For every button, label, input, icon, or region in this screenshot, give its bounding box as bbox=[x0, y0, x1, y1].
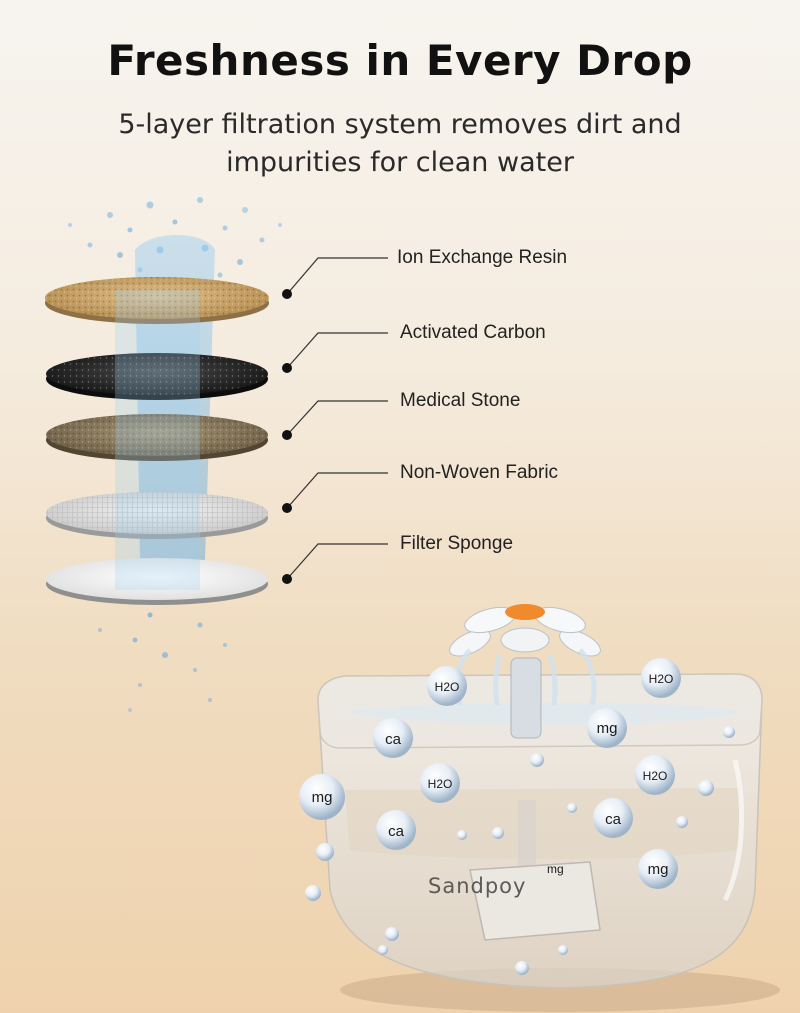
svg-text:H2O: H2O bbox=[435, 680, 460, 694]
svg-text:H2O: H2O bbox=[649, 672, 674, 686]
layer-medical-stone bbox=[46, 414, 268, 461]
layer-filter-sponge bbox=[46, 558, 268, 605]
water-splash bbox=[68, 197, 282, 278]
callout-dots bbox=[282, 289, 292, 584]
label-medical-stone: Medical Stone bbox=[400, 390, 521, 411]
bubble-ca-3: ca bbox=[593, 798, 633, 838]
water-drops-below bbox=[98, 597, 227, 712]
bubble-h2o-4: H2O bbox=[635, 755, 675, 795]
svg-text:H2O: H2O bbox=[428, 777, 453, 791]
svg-text:mg: mg bbox=[648, 861, 669, 878]
page-title: Freshness in Every Drop bbox=[107, 36, 693, 85]
bubble-h2o-2: H2O bbox=[641, 658, 681, 698]
label-filter-sponge: Filter Sponge bbox=[400, 533, 514, 554]
bubble-mg-2: mg bbox=[299, 774, 345, 820]
callout-lines bbox=[287, 257, 388, 579]
svg-text:ca: ca bbox=[385, 731, 402, 748]
bubble-ca-1: ca bbox=[373, 718, 413, 758]
svg-text:mg: mg bbox=[312, 789, 333, 806]
bubble-h2o-1: H2O bbox=[427, 666, 467, 706]
layer-activated-carbon bbox=[46, 353, 268, 400]
layer-non-woven-fabric bbox=[46, 492, 268, 539]
label-non-woven-fabric: Non-Woven Fabric bbox=[400, 462, 559, 483]
svg-text:mg: mg bbox=[597, 720, 618, 737]
svg-text:ca: ca bbox=[388, 823, 405, 840]
subtitle-line-2: impurities for clean water bbox=[226, 147, 574, 178]
bubble-mg-3: mg bbox=[638, 849, 678, 889]
flower-spout bbox=[449, 604, 601, 657]
svg-text:H2O: H2O bbox=[643, 769, 668, 783]
layer-ion-exchange-resin bbox=[45, 277, 269, 324]
pet-fountain: Sandpoy mg bbox=[317, 604, 780, 1012]
bubble-h2o-3: H2O bbox=[420, 763, 460, 803]
svg-text:ca: ca bbox=[605, 811, 622, 828]
pump-mark: mg bbox=[547, 862, 564, 876]
brand-logo-text: Sandpoy bbox=[428, 874, 526, 898]
mineral-bubbles: H2O H2O ca mg H2O H2O mg ca ca mg bbox=[299, 658, 735, 975]
label-activated-carbon: Activated Carbon bbox=[400, 322, 546, 343]
bubble-ca-2: ca bbox=[376, 810, 416, 850]
bubble-mg-1: mg bbox=[587, 708, 627, 748]
stream-highlight bbox=[115, 290, 200, 590]
subtitle-line-1: 5-layer filtration system removes dirt a… bbox=[118, 109, 682, 140]
page-subtitle: 5-layer filtration system removes dirt a… bbox=[90, 106, 710, 182]
label-ion-exchange-resin: Ion Exchange Resin bbox=[397, 247, 568, 268]
